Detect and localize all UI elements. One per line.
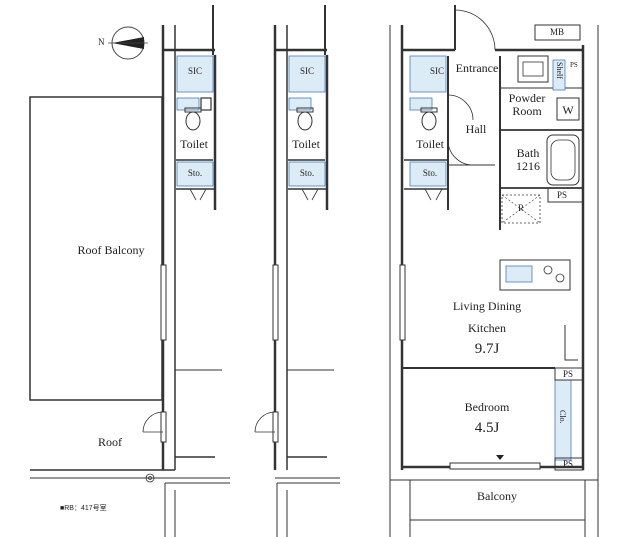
balcony-label: Balcony xyxy=(477,489,517,503)
shelf-label: Shelf xyxy=(555,62,564,79)
ps-label-top: PS xyxy=(570,61,578,69)
washer-box xyxy=(556,97,580,121)
mb-box xyxy=(534,24,581,41)
middle-storage xyxy=(288,161,326,187)
room-note: ■RB：417号室 xyxy=(60,505,107,512)
fridge-label: R xyxy=(517,203,525,213)
right-toilet-label: Toilet xyxy=(416,137,444,151)
north-label: N xyxy=(98,37,105,47)
kitchen-counter xyxy=(499,259,571,291)
right-storage xyxy=(409,161,447,187)
middle-sic xyxy=(288,55,326,93)
middle-storage-label: Sto. xyxy=(299,168,315,178)
fridge xyxy=(501,194,541,224)
ps-label-bath: PS xyxy=(557,190,568,200)
left-sic-label: SIC xyxy=(187,66,203,76)
middle-sic-label: SIC xyxy=(299,66,315,76)
bath-label-1: Bath xyxy=(516,146,540,160)
right-unit-plan xyxy=(389,5,599,537)
middle-toilet-label: Toilet xyxy=(292,137,320,151)
middle-unit-plan xyxy=(254,5,340,537)
roof-balcony-label: Roof Balcony xyxy=(77,243,145,257)
shelf-unit xyxy=(552,59,566,91)
powder-room-label-2: Room xyxy=(512,104,542,118)
left-storage-label: Sto. xyxy=(187,168,203,178)
left-sic xyxy=(176,55,214,93)
bedroom-size: 4.5J xyxy=(474,420,500,436)
compass-icon xyxy=(108,26,148,60)
bedroom-label: Bedroom xyxy=(464,400,510,414)
powder-room-label-1: Powder xyxy=(508,91,546,105)
ldk-size: 9.7J xyxy=(474,341,500,357)
left-storage xyxy=(176,161,214,187)
left-toilet-label: Toilet xyxy=(180,137,208,151)
closet-label: Clo. xyxy=(558,410,567,424)
ldk-label-1: Living Dining xyxy=(452,299,522,313)
left-unit-plan xyxy=(29,5,230,537)
roof-label: Roof xyxy=(98,435,122,449)
ps-label-closet-bottom: PS xyxy=(563,459,574,469)
mb-label: MB xyxy=(549,27,565,37)
ps-label-closet-top: PS xyxy=(563,369,574,379)
ldk-label-2: Kitchen xyxy=(468,321,506,335)
right-sic-label: SIC xyxy=(429,66,445,76)
right-sic xyxy=(409,55,447,93)
washer-label: W xyxy=(562,103,574,117)
hall-label: Hall xyxy=(465,122,487,136)
bath-label-2: 1216 xyxy=(516,159,540,173)
right-storage-label: Sto. xyxy=(422,168,438,178)
entrance-label: Entrance xyxy=(455,61,499,75)
